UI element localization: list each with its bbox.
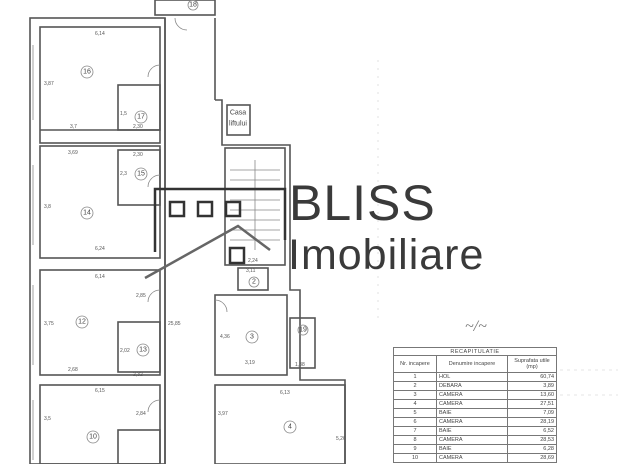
- room-area: 27,51: [507, 399, 557, 409]
- dim: 2,02: [120, 348, 130, 354]
- dim: 2,68: [68, 367, 78, 373]
- logo-house-graphic: [144, 187, 287, 280]
- room-name: CAMERA: [436, 399, 508, 409]
- dim: 3,69: [68, 150, 78, 156]
- col-header: Suprafata utile (mp): [507, 355, 557, 373]
- room-name: BAIE: [436, 426, 508, 436]
- dim: 6,13: [280, 390, 290, 396]
- dim: 2,30: [133, 124, 143, 130]
- room-19: 19: [299, 327, 307, 334]
- room-area: 6,52: [507, 426, 557, 436]
- dim: 4,36: [220, 334, 230, 340]
- dim: 6,14: [95, 31, 105, 37]
- room-area: 60,74: [507, 372, 557, 382]
- dim: 3,19: [245, 360, 255, 366]
- dim: 3,8: [44, 204, 51, 210]
- room-area: 28,69: [507, 453, 557, 463]
- room-4: 4: [288, 424, 292, 431]
- room-3: 3: [250, 334, 254, 341]
- dim: 2,24: [248, 258, 258, 264]
- dim: 3,5: [44, 416, 51, 422]
- room-labels: 16 17 15 14 12 13 10 18 3 4 2 19 Casa li…: [75, 0, 309, 444]
- room-area: 7,09: [507, 408, 557, 418]
- room-17: 17: [137, 114, 145, 121]
- room-number: 6: [393, 417, 437, 427]
- dim: 3,7: [70, 124, 77, 130]
- room-name: CAMERA: [436, 435, 508, 445]
- dim: 5,26: [336, 436, 346, 442]
- room-number: 9: [393, 444, 437, 454]
- room-name: CAMERA: [436, 417, 508, 427]
- room-10: 10: [89, 434, 97, 441]
- dim: 2,85: [136, 293, 146, 299]
- dim: 3,11: [246, 268, 256, 274]
- logo-bliss: BLISS: [289, 175, 436, 231]
- stairs: [230, 160, 280, 250]
- room-18: 18: [189, 2, 197, 9]
- dim: 3,75: [44, 321, 54, 327]
- room-number: 3: [393, 390, 437, 400]
- dimension-labels: 6,14 3,87 3,7 2,30 1,5 3,69 2,30 2,3 3,8…: [44, 31, 346, 442]
- room-area: 28,53: [507, 435, 557, 445]
- room-number: 5: [393, 408, 437, 418]
- dim: 1,38: [295, 362, 305, 368]
- table-title: RECAPITULATIE: [393, 347, 557, 356]
- room-number: 2: [393, 381, 437, 391]
- logo-imobiliare: Imobiliare: [288, 231, 485, 279]
- room-name: HOL: [436, 372, 508, 382]
- dim: 6,15: [95, 388, 105, 394]
- dim: 25,85: [168, 321, 181, 327]
- room-15: 15: [137, 171, 145, 178]
- dim: 2,30: [133, 152, 143, 158]
- dim: 1,5: [120, 111, 127, 117]
- room-name: CAMERA: [436, 453, 508, 463]
- lift-label: Casa: [230, 110, 246, 117]
- room-2: 2: [252, 279, 256, 286]
- room-number: 10: [393, 453, 437, 463]
- room-area: 13,60: [507, 390, 557, 400]
- recapitulatie-table: RECAPITULATIE Nr. incapere Denumire inca…: [393, 347, 557, 463]
- room-number: 4: [393, 399, 437, 409]
- room-number: 8: [393, 435, 437, 445]
- col-header: Nr. incapere: [393, 355, 437, 373]
- dim: 6,24: [95, 246, 105, 252]
- dim: 3,97: [218, 411, 228, 417]
- room-area: 3,89: [507, 381, 557, 391]
- lift-label-2: liftului: [229, 121, 247, 128]
- room-16: 16: [83, 69, 91, 76]
- dim: 3,87: [44, 81, 54, 87]
- room-13: 13: [139, 347, 147, 354]
- dim: 2,3: [120, 171, 127, 177]
- room-12: 12: [78, 319, 86, 326]
- room-number: 1: [393, 372, 437, 382]
- dim: 6,14: [95, 274, 105, 280]
- room-name: BAIE: [436, 444, 508, 454]
- room-area: 6,28: [507, 444, 557, 454]
- room-14: 14: [83, 210, 91, 217]
- col-header: Denumire incapere: [436, 355, 508, 373]
- signature: ~/~: [465, 318, 487, 335]
- room-name: BAIE: [436, 408, 508, 418]
- dim: 2,32: [133, 372, 143, 378]
- room-name: DEBARA: [436, 381, 508, 391]
- right-margin-marks: [377, 60, 618, 396]
- room-name: CAMERA: [436, 390, 508, 400]
- room-area: 28,19: [507, 417, 557, 427]
- room-number: 7: [393, 426, 437, 436]
- dim: 2,84: [136, 411, 146, 417]
